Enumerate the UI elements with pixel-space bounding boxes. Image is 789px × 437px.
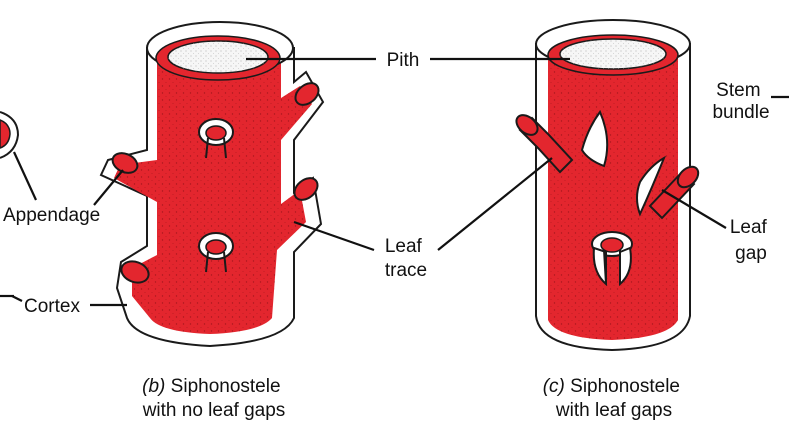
label-cortex: Cortex <box>24 296 80 317</box>
figure-b-pith-dots <box>168 41 268 73</box>
figure-a-appendage-stub <box>0 119 11 149</box>
figure-c-leaf-gap-lower <box>591 231 633 287</box>
caption-b: (b) Siphonostele with no leaf gaps <box>142 376 286 421</box>
figure-c-appendage-left-cap <box>515 114 539 136</box>
figure-b-siphonostele <box>99 21 325 348</box>
figure-c-leaf-gap-upper <box>580 110 609 168</box>
caption-c: (c) Siphonostele with leaf gaps <box>543 376 686 421</box>
figure-b-appendage-lower-left <box>120 260 150 284</box>
leaf-trace-leader-right <box>437 157 553 251</box>
label-leaf-trace: Leaf trace <box>385 236 427 281</box>
figure-b-appendage-lower-right <box>293 177 319 201</box>
cortex-leader-left <box>11 295 23 302</box>
figure-c-pith-dots <box>560 39 666 69</box>
appendage-leader-right <box>93 169 124 206</box>
label-leaf-gap: Leaf gap <box>730 217 772 264</box>
leaf-gap-leader <box>661 189 727 229</box>
appendage-leader-left <box>13 151 37 201</box>
figure-c-appendage-right-cap <box>676 165 700 189</box>
figure-c-siphonostele <box>515 19 700 352</box>
figure-c-stele-shading <box>548 58 678 340</box>
figure-b-stele-shading <box>114 56 312 334</box>
figure-c-leaf-gap-middle <box>636 155 666 217</box>
label-stem-bundle: Stem bundle <box>712 80 769 123</box>
leader-lines <box>11 57 789 307</box>
figure-b-leaf-trace-lower <box>198 232 234 273</box>
figure-b-leaf-trace-upper <box>198 118 234 159</box>
label-pith: Pith <box>387 50 420 71</box>
figure-b-appendage-upper-right <box>294 82 320 106</box>
label-appendage: Appendage <box>3 205 100 226</box>
figure-a-fragment <box>0 111 20 298</box>
leaf-trace-leader-left <box>293 220 375 252</box>
